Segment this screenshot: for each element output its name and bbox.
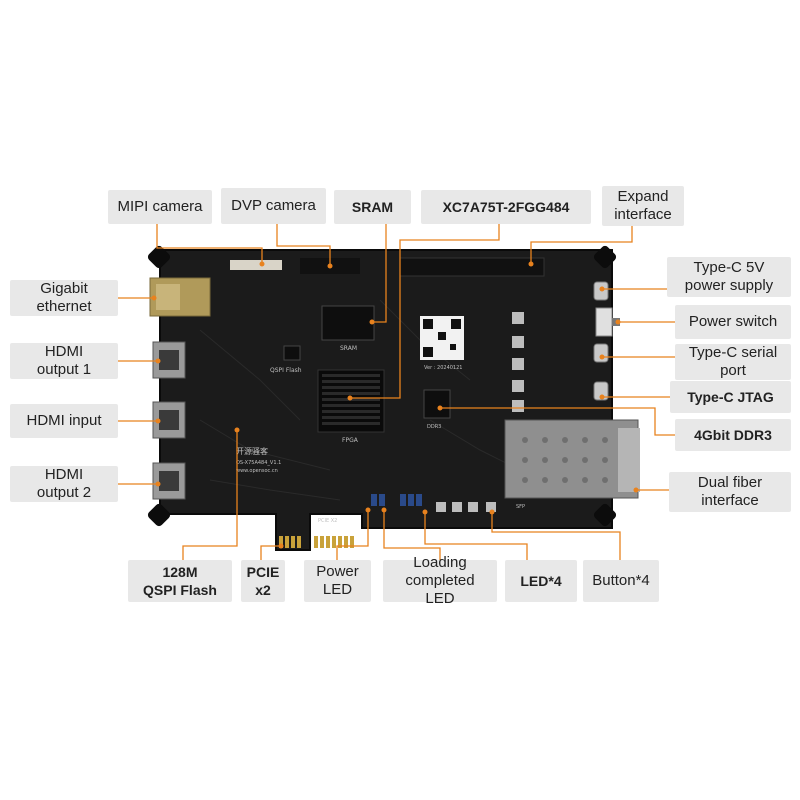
label-qspi-flash: 128M QSPI Flash (128, 560, 232, 602)
silk-brand: 开源骚客 (236, 446, 268, 456)
qspi-chip (283, 345, 301, 361)
sram-chip (321, 305, 375, 341)
silk-website: www.opensoc.cn (236, 468, 278, 474)
ddr3-chip (423, 389, 451, 419)
silk-model: OS-X75A484_V1.1 (236, 460, 281, 466)
label-loading-led: Loading completed LED (383, 554, 497, 607)
label-expand-interface: Expand interface (602, 186, 684, 226)
pcie-fingers (279, 536, 354, 548)
label-hdmi-output-2: HDMI output 2 (10, 466, 118, 502)
label-hdmi-input: HDMI input (10, 404, 118, 438)
label-fpga-chip: XC7A75T-2FGG484 (421, 190, 591, 224)
label-power-led: Power LED (304, 560, 371, 602)
label-dual-fiber: Dual fiber interface (669, 472, 791, 512)
silk-version: Ver : 20240121 (424, 365, 462, 371)
label-led4: LED*4 (505, 560, 577, 602)
silk-pcie: PCIE X2 (318, 518, 337, 524)
label-typec-serial: Type-C serial port (675, 344, 791, 380)
label-gigabit-ethernet: Gigabit ethernet (10, 280, 118, 316)
label-typec-power: Type-C 5V power supply (667, 257, 791, 297)
silk-sfp: SFP (516, 504, 525, 510)
label-dvp-camera: DVP camera (221, 188, 326, 224)
silk-ddr3: DDR3 (427, 424, 441, 430)
label-typec-jtag: Type-C JTAG (670, 381, 791, 413)
silk-sram: SRAM (340, 345, 357, 352)
silk-qspi: QSPI Flash (270, 367, 302, 374)
qr-code (420, 316, 464, 360)
bottom-components (371, 494, 496, 512)
silk-fpga: FPGA (342, 437, 359, 444)
label-sram: SRAM (334, 190, 411, 224)
standoffs (147, 245, 617, 527)
label-power-switch: Power switch (675, 305, 791, 339)
mipi-connector (230, 260, 282, 270)
label-ddr3: 4Gbit DDR3 (675, 419, 791, 451)
label-mipi-camera: MIPI camera (108, 190, 212, 224)
sfp-cage (504, 419, 640, 499)
label-pcie: PCIE x2 (241, 560, 285, 602)
buttons-column (512, 312, 524, 412)
fpga-heatsink (317, 369, 385, 433)
label-hdmi-output-1: HDMI output 1 (10, 343, 118, 379)
label-button4: Button*4 (583, 560, 659, 602)
